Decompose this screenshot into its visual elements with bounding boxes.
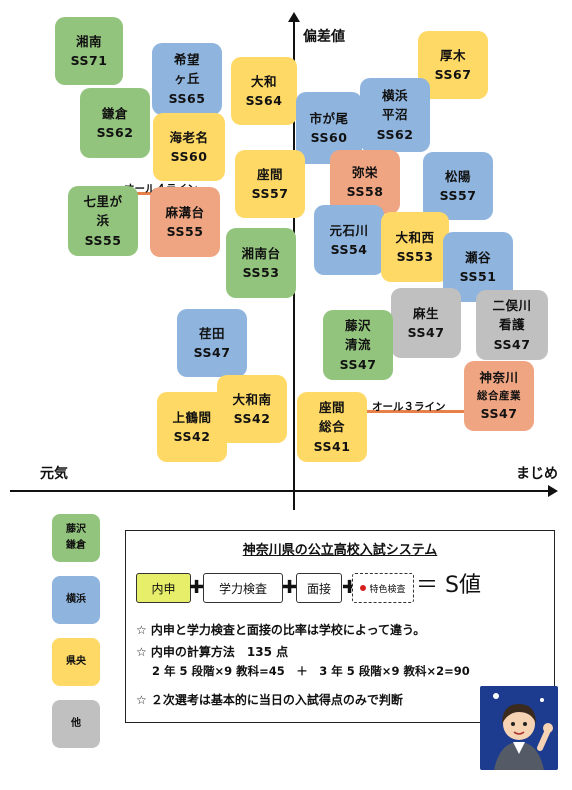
legend-fujisawa-kamakura: 藤沢鎌倉 xyxy=(52,514,100,562)
plus-icon: ✚ xyxy=(282,577,298,598)
y-axis-label: 偏差値 xyxy=(303,29,345,45)
formula-tokushoku: 特色検査 xyxy=(352,573,414,603)
plus-icon: ✚ xyxy=(189,577,205,598)
formula-result: ＝ S値 xyxy=(416,573,481,598)
x-axis-arrow-icon xyxy=(548,485,558,497)
formula-mensetsu: 面接 xyxy=(296,573,342,603)
note-ratio: ☆ 内申と学力検査と面接の比率は学校によって違う。 xyxy=(136,623,426,637)
panel-title: 神奈川県の公立高校入試システム xyxy=(242,543,438,558)
formula-gakuryoku: 学力検査 xyxy=(203,573,283,603)
formula-naishin: 内申 xyxy=(136,573,191,603)
x-axis-right-label: まじめ xyxy=(516,466,558,482)
note-second-selection: ☆ ２次選考は基本的に当日の入試得点のみで判断 xyxy=(136,693,403,707)
note-naishin-formula: 2 年 5 段階×9 教科=45 ＋ 3 年 5 段階×9 教科×2=90 xyxy=(152,664,470,678)
x-axis xyxy=(10,490,550,492)
note-naishin-calc: ☆ 内申の計算方法 135 点 xyxy=(136,645,289,659)
legend-kenou: 県央 xyxy=(52,638,100,686)
info-panel: 神奈川県の公立高校入試システム 内申 ✚ 学力検査 ✚ 面接 ✚ 特色検査 ＝ … xyxy=(125,530,555,723)
all3-line-label: オール３ライン xyxy=(372,401,446,413)
legend-yokohama: 横浜 xyxy=(52,576,100,624)
y-axis-arrow-icon xyxy=(288,12,300,22)
all3-line xyxy=(358,410,464,413)
x-axis-left-label: 元気 xyxy=(40,466,68,482)
legend-other: 他 xyxy=(52,700,100,748)
red-dot-icon xyxy=(360,585,367,591)
student-avatar xyxy=(480,686,558,770)
